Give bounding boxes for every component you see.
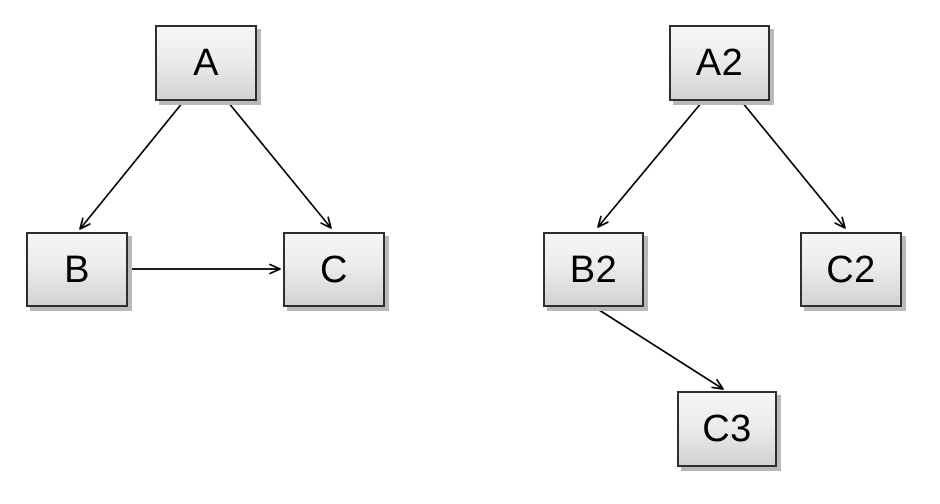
node-C[interactable]: C: [283, 232, 385, 307]
node-A[interactable]: A: [155, 25, 257, 101]
node-B[interactable]: B: [26, 232, 128, 307]
node-label: A2: [695, 42, 744, 84]
node-C3[interactable]: C3: [677, 391, 777, 467]
node-label: B: [64, 248, 90, 291]
edge-A-B[interactable]: [79, 101, 184, 230]
node-label: C3: [702, 408, 752, 450]
edge-A2-B2[interactable]: [597, 101, 703, 228]
edge-A-C[interactable]: [227, 101, 332, 229]
node-label: B2: [569, 248, 618, 291]
node-C2[interactable]: C2: [800, 232, 902, 307]
node-label: C2: [826, 248, 876, 291]
node-B2[interactable]: B2: [543, 232, 644, 307]
edge-group: [79, 101, 846, 390]
node-A2[interactable]: A2: [669, 25, 770, 101]
edge-B2-C3[interactable]: [595, 307, 724, 390]
node-label: C: [320, 248, 348, 291]
node-label: A: [193, 42, 219, 84]
edge-A2-C2[interactable]: [741, 101, 846, 229]
